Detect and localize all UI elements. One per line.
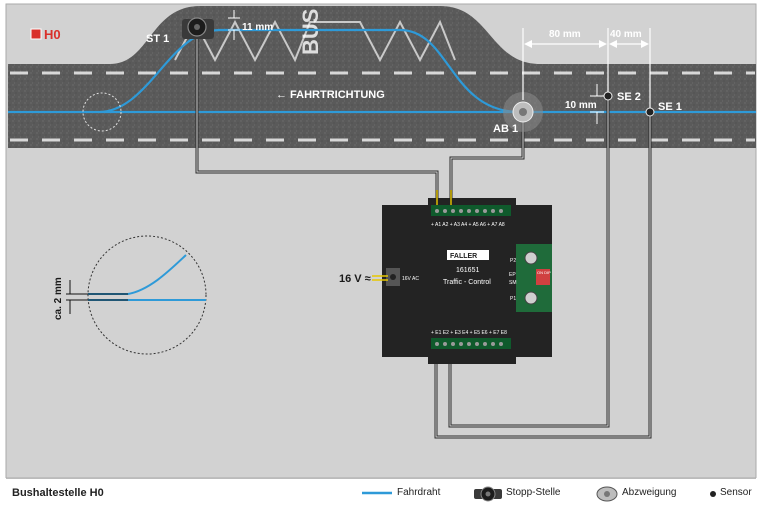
module-dip: ON DIP <box>537 270 551 275</box>
traffic-control-module <box>382 198 552 364</box>
road-text-bus: BUS <box>298 9 323 55</box>
dimension-sensor-offset <box>590 84 604 124</box>
lane-markings <box>10 71 755 142</box>
sensor-icon <box>710 491 716 497</box>
power-label: 16 V ≈ <box>339 273 371 285</box>
module-p2: P2 <box>510 258 516 264</box>
legend-stop: Stopp-Stelle <box>506 487 561 498</box>
dimension-label-sensor-spacing: 40 mm <box>610 29 642 40</box>
dimension-label-sensor-offset: 10 mm <box>565 100 597 111</box>
station-label-st1: ST 1 <box>146 33 169 45</box>
control-cables-inner <box>196 30 651 438</box>
module-terminal-screws <box>435 209 503 346</box>
legend-sensor: Sensor <box>720 487 752 498</box>
detail-wire-gap-marks <box>66 280 128 314</box>
stop-point-icon <box>474 486 502 502</box>
module-part-number: 161651 <box>456 267 479 274</box>
module-sm: SM <box>509 280 517 286</box>
power-feed-wires <box>372 275 388 281</box>
sensor-se1 <box>645 107 655 117</box>
direction-label: ← FAHRTRICHTUNG <box>276 89 385 101</box>
scale-badge-icon <box>30 28 42 40</box>
stop-element-st1 <box>182 17 214 39</box>
dimension-label-stop-offset: 11 mm <box>242 22 273 33</box>
branch-element-ab1 <box>503 92 543 132</box>
sensor-se2 <box>603 91 613 101</box>
module-bottom-terminals: + E1 E2 + E3 E4 + E5 E6 + E7 E8 <box>431 330 507 336</box>
scale-badge: H0 <box>44 27 61 42</box>
legend-branch: Abzweigung <box>622 487 677 498</box>
module-name: Traffic - Control <box>443 279 491 286</box>
bay-zigzag-marking <box>174 19 456 63</box>
dimension-arrowheads <box>524 40 649 48</box>
module-top-terminals: + A1 A2 + A3 A4 + A5 A6 + A7 A8 <box>431 222 505 228</box>
station-label-se1: SE 1 <box>658 101 682 113</box>
module-ep: EP <box>509 272 516 278</box>
branch-icon <box>596 486 618 502</box>
wire-icon <box>362 491 392 495</box>
dimension-label-branch-distance: 80 mm <box>549 29 581 40</box>
guide-wire <box>8 28 756 114</box>
module-lead-wires <box>436 190 452 205</box>
module-brand: FALLER <box>450 253 477 260</box>
diagram-title: Bushaltestelle H0 <box>12 487 104 499</box>
dimension-label-wire-gap: ca. 2 mm <box>53 277 64 320</box>
legend-wire: Fahrdraht <box>397 487 441 498</box>
module-power-terminal: 16V AC <box>402 276 419 282</box>
legend-footer: Bushaltestelle H0 Fahrdraht Stopp-Stelle… <box>6 478 756 509</box>
layout-diagram: BUS H0 ← FAHRTRICHTUNG ST 1 11 mm <box>5 3 757 478</box>
station-label-ab1: AB 1 <box>493 123 518 135</box>
module-p1: P1 <box>510 296 516 302</box>
station-label-se2: SE 2 <box>617 91 641 103</box>
dimension-stop-offset <box>228 10 240 40</box>
branch-marker-left <box>82 92 122 132</box>
